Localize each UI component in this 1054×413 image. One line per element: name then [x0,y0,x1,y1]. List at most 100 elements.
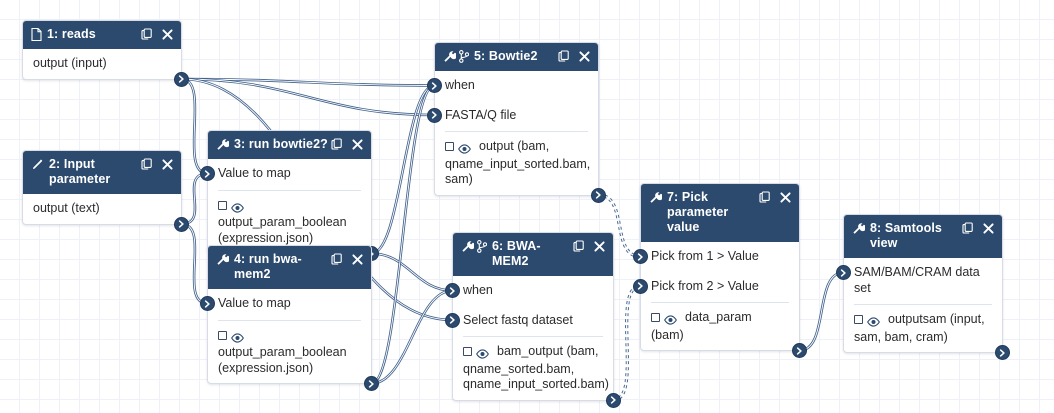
node-output-row[interactable]: output_param_boolean (expression.json) [208,191,379,261]
node-header[interactable]: 3: run bowtie2? [208,131,371,159]
eye-icon[interactable] [231,200,248,216]
node-header[interactable]: 5: Bowtie2 [435,43,598,71]
node-output-row[interactable]: bam_output (bam, qname_sorted.bam, qname… [453,337,621,408]
input-terminal[interactable] [633,278,648,294]
node-input-row[interactable]: Value to map [200,289,371,319]
output-label: outputsam (input, sam, bam, cram) [854,312,985,344]
workflow-node-1[interactable]: 1: reads output (input) [22,20,189,87]
node-input-row[interactable]: when [445,276,613,306]
node-output-row[interactable]: output (bam, qname_input_sorted.bam, sam… [435,132,606,203]
eye-icon[interactable] [664,312,681,328]
duplicate-icon[interactable] [573,240,585,252]
input-terminal[interactable] [200,296,215,311]
output-terminal[interactable] [792,343,807,358]
output-checkbox[interactable] [445,142,454,151]
input-terminal[interactable] [445,312,460,328]
node-type-icons [31,27,42,41]
close-icon[interactable] [352,138,363,150]
duplicate-icon[interactable] [331,138,343,150]
input-terminal[interactable] [427,78,442,93]
node-input-row[interactable]: Pick from 2 > Value [633,272,799,302]
input-terminal[interactable] [427,107,442,123]
node-title: 1: reads [47,27,96,41]
output-terminal[interactable] [174,216,189,232]
duplicate-icon[interactable] [331,253,343,265]
input-terminal[interactable] [633,249,648,264]
input-terminal[interactable] [200,166,215,181]
node-input-row[interactable]: Pick from 1 > Value [633,242,799,272]
edge [370,84,436,385]
node-header[interactable]: 1: reads [23,21,181,49]
edge-highlight [371,85,435,384]
output-checkbox[interactable] [651,313,660,322]
output-terminal[interactable] [364,376,379,391]
output-label: output (text) [33,201,100,215]
duplicate-icon[interactable] [759,191,771,203]
branch-icon [477,240,487,253]
node-divider [854,304,992,305]
edge [181,222,208,305]
duplicate-icon[interactable] [962,222,974,234]
node-title: 4: run bwa-mem2 [234,252,302,281]
node-header[interactable]: 4: run bwa-mem2 [208,246,371,289]
node-header[interactable]: 2: Input parameter [23,151,181,194]
workflow-node-2[interactable]: 2: Input parameter output (text) [22,150,189,232]
node-output-row[interactable]: output (input) [23,49,189,87]
edge-highlight [181,78,435,86]
output-terminal[interactable] [995,345,1010,360]
close-icon[interactable] [780,191,791,203]
input-terminal[interactable] [836,265,851,280]
eye-icon[interactable] [231,330,248,346]
node-input-row[interactable]: Select fastq dataset [445,306,613,336]
close-icon[interactable] [162,158,173,170]
node-output-row[interactable]: outputsam (input, sam, bam, cram) [844,305,1010,360]
output-terminal[interactable] [174,71,189,87]
node-output-row[interactable]: output_param_boolean (expression.json) [208,321,379,391]
output-checkbox[interactable] [218,200,227,210]
duplicate-icon[interactable] [141,158,153,170]
output-terminal[interactable] [606,392,621,408]
node-header[interactable]: 6: BWA-MEM2 [453,233,613,276]
node-divider [463,336,603,337]
output-terminal[interactable] [591,187,606,203]
node-title: 8: Samtools view [870,221,942,250]
edge [613,284,641,402]
node-type-icons [649,190,662,204]
node-divider [218,319,361,321]
edge-highlight [181,173,208,225]
output-checkbox[interactable] [854,315,863,324]
close-icon[interactable] [352,253,363,265]
eye-icon[interactable] [458,141,475,157]
node-input-row[interactable]: when [427,71,598,101]
node-output-row[interactable]: data_param (bam) [641,303,807,358]
output-checkbox[interactable] [218,330,227,340]
close-icon[interactable] [983,222,994,234]
branch-icon [459,50,469,63]
node-input-row[interactable]: FASTA/Q file [427,101,598,131]
close-icon[interactable] [579,50,590,62]
node-header[interactable]: 7: Pick parameter value [641,184,799,242]
output-checkbox[interactable] [463,347,472,356]
input-label: FASTA/Q file [445,107,517,122]
eye-icon[interactable] [867,314,884,330]
edge-highlight [371,290,453,384]
input-label: when [445,78,475,92]
node-actions [141,27,173,40]
node-input-row[interactable]: Value to map [200,159,371,189]
close-icon[interactable] [162,28,173,40]
close-icon[interactable] [594,240,605,252]
node-header[interactable]: 8: Samtools view [844,215,1002,258]
node-input-row[interactable]: SAM/BAM/CRAM data set [836,258,1002,303]
duplicate-icon[interactable] [558,50,570,62]
input-terminal[interactable] [445,283,460,298]
eye-icon[interactable] [476,346,493,362]
duplicate-icon[interactable] [141,28,153,40]
node-output-row[interactable]: output (text) [23,194,189,232]
